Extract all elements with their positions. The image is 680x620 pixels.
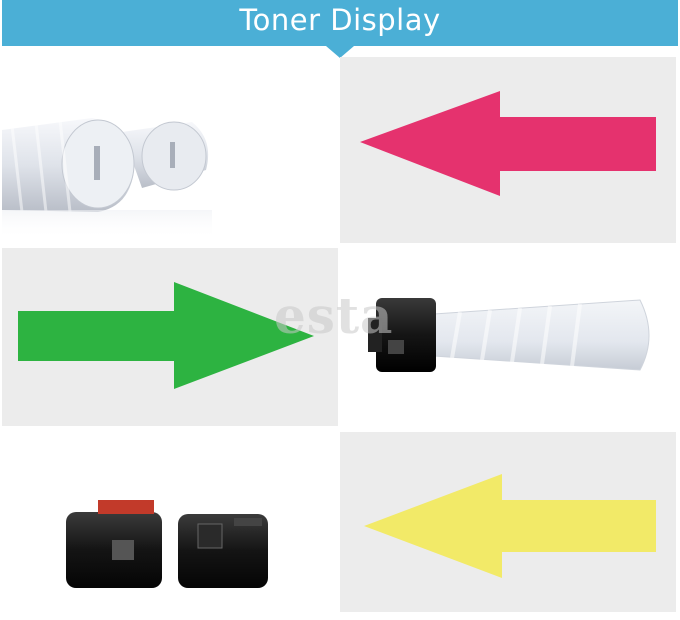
toner-cartridge-front xyxy=(2,118,135,213)
toner-photo-single xyxy=(340,248,676,426)
panel-yellow-arrow xyxy=(340,432,676,612)
toner-photo-white-pair xyxy=(2,60,338,240)
toner-cartridge-back xyxy=(122,121,209,191)
left-arrow-icon xyxy=(360,91,656,196)
toner-cap-right xyxy=(178,514,268,588)
reflection xyxy=(2,210,212,240)
header-notch xyxy=(326,46,354,58)
header-banner: Toner Display xyxy=(2,0,678,46)
toner-cap-left xyxy=(66,500,162,588)
watermark-text: esta xyxy=(274,286,394,345)
panel-green-arrow xyxy=(2,248,338,426)
toner-photo-black-caps xyxy=(2,432,338,612)
right-arrow-icon xyxy=(18,282,314,389)
page-title: Toner Display xyxy=(239,3,441,37)
left-arrow-icon xyxy=(364,474,656,578)
panel-magenta-arrow xyxy=(340,57,676,243)
toner-cartridge xyxy=(368,298,650,372)
